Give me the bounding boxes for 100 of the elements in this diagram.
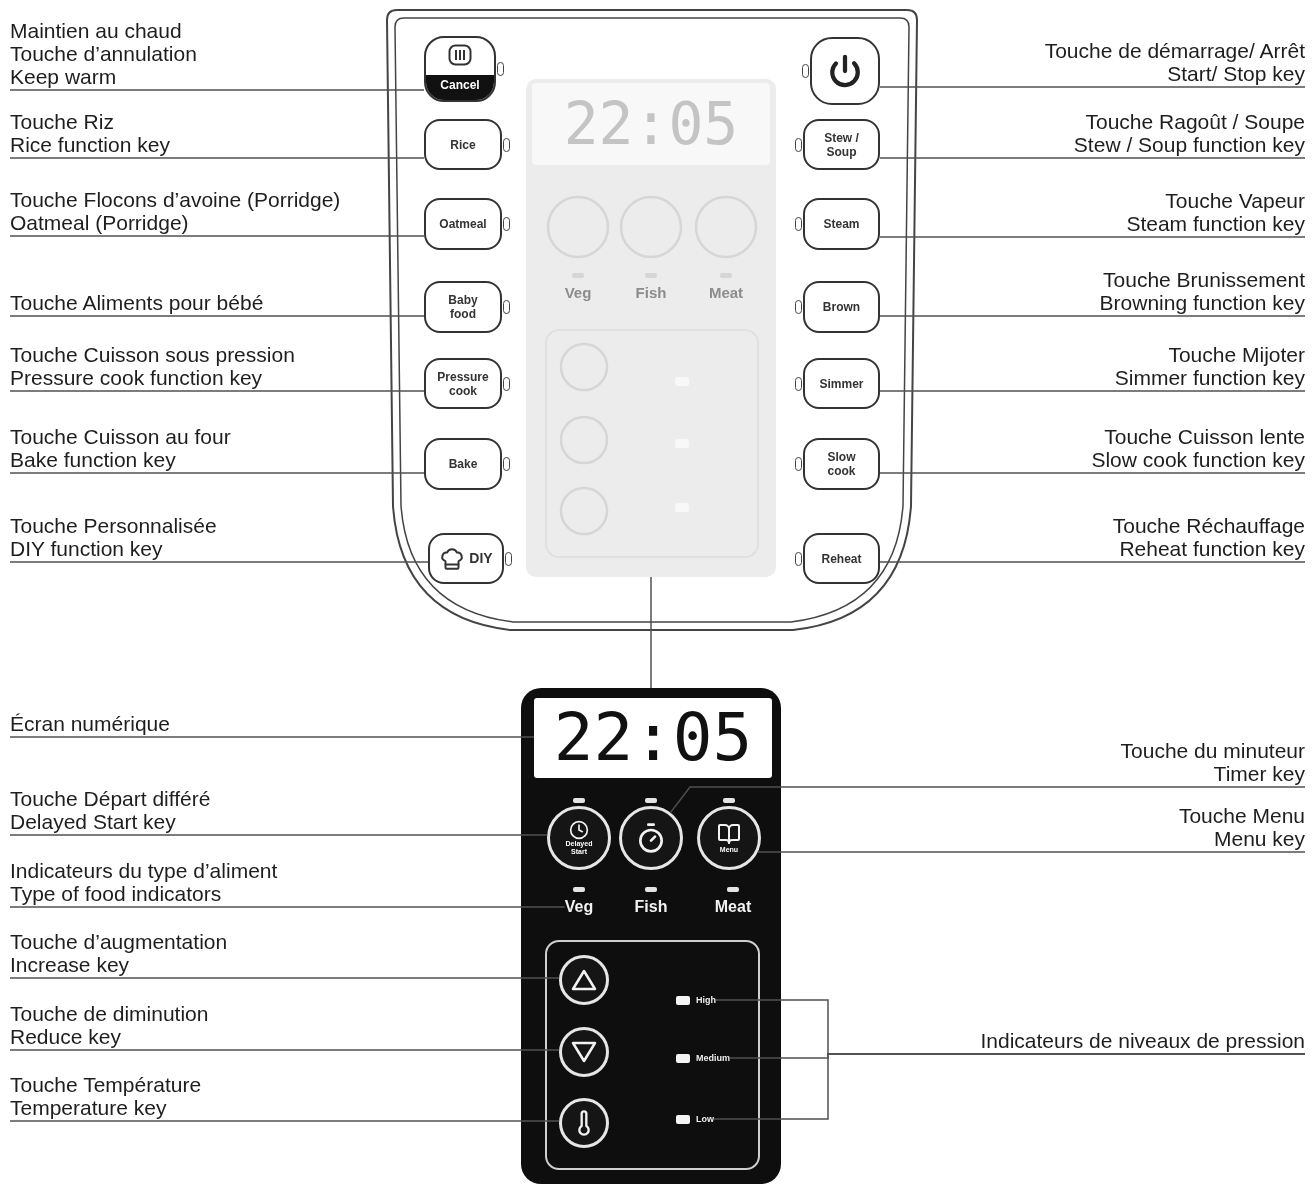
leader-line [669, 786, 1306, 814]
function-key: Steam [803, 198, 880, 250]
power-key [810, 37, 880, 105]
level-label: Low [696, 1113, 714, 1125]
callout-text: Start/ Stop key [1167, 62, 1305, 85]
indicator-label: Meat [708, 284, 744, 302]
callout-text: Slow cook function key [1091, 448, 1305, 471]
callout-text: Touche Cuisson lente [1104, 425, 1305, 448]
function-key [428, 533, 504, 584]
leader-line [9, 315, 425, 317]
callout-text: Delayed Start key [10, 810, 176, 833]
leader-line [650, 576, 652, 689]
level-label: High [696, 994, 716, 1006]
callout-text: Touche d’augmentation [10, 930, 228, 953]
callout-text: Touche Cuisson sous pression [10, 343, 295, 366]
leader-line [9, 1120, 560, 1122]
function-key: Bake [424, 438, 502, 490]
keypad-panel [521, 688, 781, 1184]
function-key: Rice [424, 119, 502, 170]
leader-line [9, 561, 429, 563]
leader-line [879, 86, 1306, 88]
callout-text: Pressure cook function key [10, 366, 263, 389]
faded-control-area [526, 79, 776, 577]
callout-text: Touche Menu [1178, 804, 1305, 827]
leader-line [879, 315, 1306, 317]
leader-line [9, 906, 566, 908]
indicator-label: Fish [635, 284, 667, 302]
key-label: DIY [469, 549, 493, 568]
function-key: Reheat [803, 533, 880, 584]
leader-line [9, 834, 548, 836]
key-area-frame [545, 940, 760, 1170]
key-label: Cancel [426, 75, 494, 100]
callout-text: Touche de diminution [10, 1002, 209, 1025]
callout-text: Touche d’annulation [10, 42, 197, 65]
leader-line [9, 235, 425, 237]
callout-text: Maintien au chaud [10, 19, 182, 42]
function-key: Pressure cook [424, 358, 502, 409]
callout-text: Touche Mijoter [1168, 343, 1305, 366]
leader-line [9, 977, 560, 979]
callout-text: Touche Aliments pour bébé [10, 291, 264, 314]
leader-line [879, 472, 1306, 474]
level-label: Medium [696, 1052, 730, 1064]
leader-line [9, 157, 425, 159]
callout-text: Oatmeal (Porridge) [10, 211, 189, 234]
callout-text: Rice function key [10, 133, 170, 156]
leader-line [9, 472, 425, 474]
leader-line [879, 561, 1306, 563]
leader-line [9, 1049, 560, 1051]
round-key [559, 1027, 609, 1077]
leader-line [713, 1053, 1306, 1120]
callout-text: Touche Personnalisée [10, 514, 217, 537]
callout-text: Indicateurs de niveaux de pression [980, 1029, 1305, 1052]
callout-text: Touche Cuisson au four [10, 425, 231, 448]
function-key: Oatmeal [424, 198, 502, 250]
round-key [559, 1098, 609, 1148]
function-key: Stew / Soup [803, 119, 880, 170]
callout-text: Touche Vapeur [1165, 189, 1305, 212]
round-key [619, 806, 683, 870]
leader-line [879, 236, 1306, 238]
digital-display: 22:05 [534, 698, 772, 778]
callout-text: Touche Flocons d’avoine (Porridge) [10, 188, 341, 211]
leader-line [9, 89, 425, 91]
callout-text: Reheat function key [1119, 537, 1305, 560]
food-type-label: Meat [714, 897, 752, 917]
callout-text: Touche Riz [10, 110, 114, 133]
callout-text: Touche Départ différé [10, 787, 211, 810]
round-key [559, 955, 609, 1005]
callout-text: Touche du minuteur [1120, 739, 1305, 762]
food-type-label: Veg [564, 897, 594, 917]
callout-text: DIY function key [10, 537, 163, 560]
callout-text: Touche Ragoût / Soupe [1085, 110, 1305, 133]
leader-line [879, 157, 1306, 159]
function-key: Simmer [803, 358, 880, 409]
callout-text: Timer key [1213, 762, 1305, 785]
leader-line [9, 736, 535, 738]
callout-text: Menu key [1213, 827, 1305, 850]
callout-text: Browning function key [1099, 291, 1305, 314]
callout-text: Simmer function key [1114, 366, 1305, 389]
callout-text: Stew / Soup function key [1073, 133, 1305, 156]
indicator-label: Veg [564, 284, 592, 302]
callout-text: Bake function key [10, 448, 176, 471]
callout-text: Type of food indicators [10, 882, 222, 905]
callout-text: Reduce key [10, 1025, 121, 1048]
food-type-label: Fish [634, 897, 668, 917]
callout-text: Touche Brunissement [1103, 268, 1305, 291]
round-key [697, 806, 761, 870]
callout-text: Touche Température [10, 1073, 202, 1096]
function-key: Slow cook [803, 438, 880, 490]
callout-text: Touche Réchauffage [1112, 514, 1305, 537]
round-key [547, 806, 611, 870]
function-key: Baby food [424, 281, 502, 333]
callout-text: Écran numérique [10, 712, 170, 735]
function-key [424, 36, 496, 102]
callout-text: Keep warm [10, 65, 117, 88]
callout-text: Indicateurs du type d’aliment [10, 859, 278, 882]
callout-text: Temperature key [10, 1096, 167, 1119]
leader-line [757, 851, 1306, 853]
function-key: Brown [803, 281, 880, 333]
callout-text: Increase key [10, 953, 130, 976]
callout-text: Touche de démarrage/ Arrêt [1044, 39, 1305, 62]
